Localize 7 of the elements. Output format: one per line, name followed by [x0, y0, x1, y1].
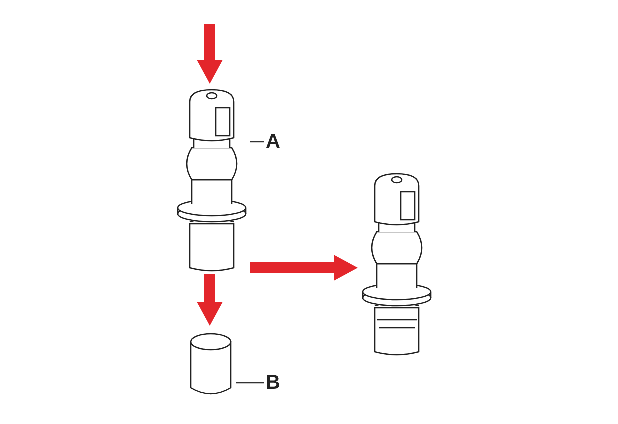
arrow — [197, 24, 223, 84]
leader-line — [250, 141, 264, 143]
arrow — [250, 255, 358, 281]
part-label: B — [266, 371, 280, 395]
arrow — [197, 274, 223, 326]
leader-line — [236, 382, 264, 384]
part-label: A — [266, 130, 280, 154]
